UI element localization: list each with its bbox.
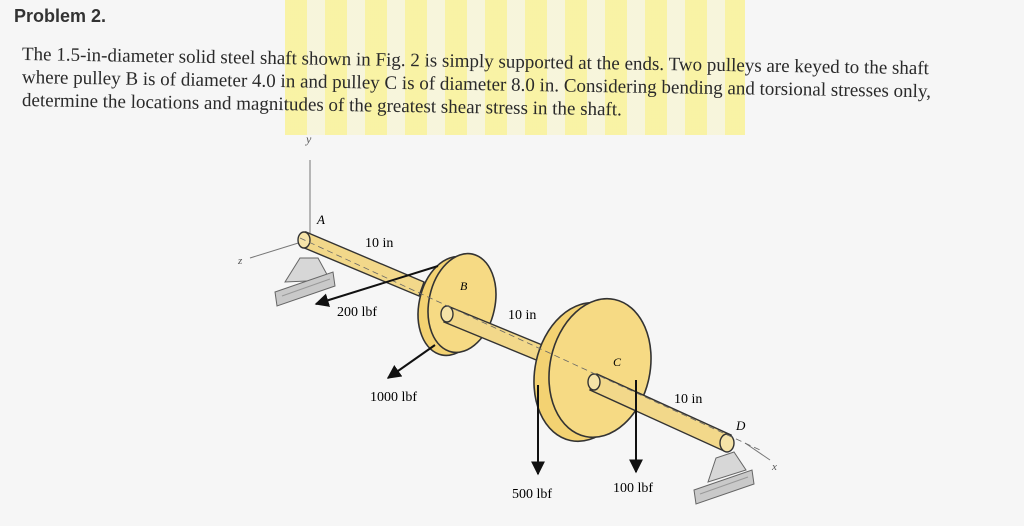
pulley-c (533, 297, 652, 443)
force-b-1000-arrow (386, 344, 436, 379)
label-point-b: B (460, 279, 468, 293)
z-axis-label: z (237, 255, 243, 267)
label-point-a: A (316, 212, 325, 227)
label-force-500: 500 lbf (512, 487, 552, 502)
x-axis-line (744, 442, 771, 461)
shaft-end-b (440, 305, 454, 323)
label-dim-ab: 10 in (365, 236, 393, 251)
label-point-c: C (613, 355, 622, 369)
y-axis-label: y (305, 132, 312, 146)
shaft-end-d (719, 433, 735, 453)
label-force-1000: 1000 lbf (370, 390, 417, 405)
problem-title: Problem 2. (14, 6, 107, 26)
shaft-end-c (587, 373, 601, 391)
support-a (274, 257, 336, 307)
label-force-100: 100 lbf (613, 481, 653, 496)
label-point-d: D (735, 418, 746, 433)
pulley-b (417, 252, 497, 357)
support-d (693, 451, 755, 505)
x-axis-label: x (771, 461, 777, 473)
watermark-logo (285, 0, 745, 135)
label-dim-bc: 10 in (508, 308, 536, 323)
force-b-200-arrow (314, 265, 439, 307)
label-force-200: 200 lbf (337, 305, 377, 320)
label-dim-cd: 10 in (674, 392, 702, 407)
shaft-centerline (299, 237, 761, 451)
